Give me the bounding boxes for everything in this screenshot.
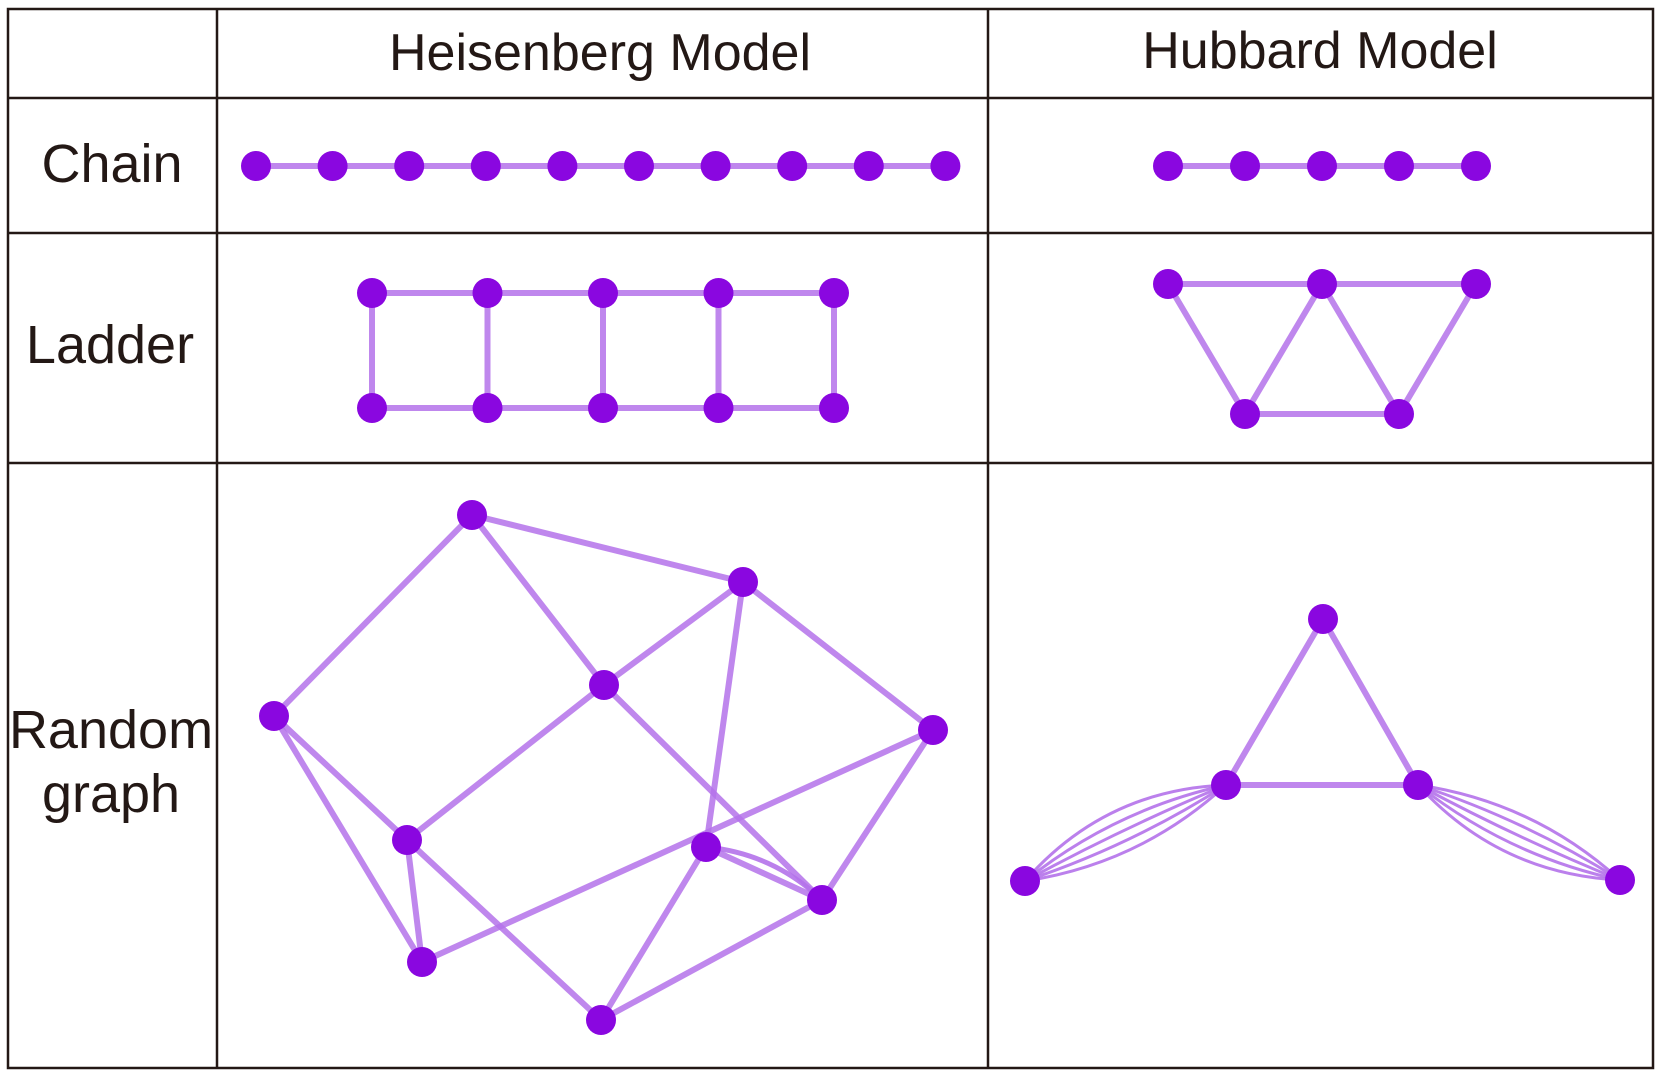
hubbard-ladder-edge-1-4 [1319,281,1402,417]
hubbard-random-node-1 [1211,770,1241,800]
heisenberg-chain-node-5 [624,151,654,181]
hubbard-random-node-2 [1403,770,1433,800]
heisenberg-ladder-node-5 [357,393,387,423]
heisenberg-random-edge-8-4 [419,727,936,965]
hubbard-random-node-3 [1010,866,1040,896]
heisenberg-random-edge-2-5 [404,682,607,843]
heisenberg-ladder-node-6 [472,393,503,423]
column-header-heisenberg: Heisenberg Model [389,24,811,82]
hubbard-ladder-node-3 [1230,399,1260,429]
heisenberg-random-node-9 [586,1005,616,1035]
hubbard-random-edge-0-1 [1223,616,1326,788]
heisenberg-ladder-node-7 [588,393,618,423]
hubbard-ladder-graph [1153,269,1491,429]
heisenberg-chain-node-1 [317,151,348,181]
row-label-ladder: Ladder [26,315,194,375]
hubbard-random-node-4 [1605,865,1635,895]
heisenberg-random-edge-5-9 [404,837,604,1023]
heisenberg-random-node-5 [392,825,422,855]
hubbard-chain-node-2 [1307,151,1337,181]
heisenberg-chain-node-4 [547,151,578,181]
heisenberg-random-graph [259,500,948,1035]
heisenberg-chain-node-0 [241,151,271,181]
heisenberg-chain-node-2 [394,151,425,181]
hubbard-random-multi-edge-2-4-0 [1417,783,1622,882]
hubbard-ladder-node-2 [1461,269,1491,299]
hubbard-random-multi-edge-2-4-2 [1417,783,1621,882]
heisenberg-random-node-2 [589,670,619,700]
hubbard-random-multi-edge-3-1-1 [1024,783,1227,883]
heisenberg-random-node-4 [918,715,948,745]
heisenberg-random-edge-2-7 [601,682,825,903]
hubbard-chain-graph [1153,151,1491,181]
heisenberg-random-edge-3-5 [271,713,410,843]
hubbard-ladder-node-0 [1153,269,1183,299]
hubbard-ladder-node-1 [1307,269,1337,299]
heisenberg-ladder-node-1 [472,278,503,308]
heisenberg-chain-node-3 [470,151,501,181]
heisenberg-ladder-node-0 [357,278,387,308]
heisenberg-ladder-graph [357,278,849,423]
hubbard-random-multi-edge-2-4-4 [1416,783,1621,882]
heisenberg-chain-node-9 [930,151,961,181]
heisenberg-ladder-node-9 [819,393,849,423]
hubbard-chain-node-4 [1461,151,1491,181]
heisenberg-chain-node-7 [777,151,808,181]
heisenberg-random-edge-1-6 [703,579,746,850]
heisenberg-random-edge-6-7 [703,844,825,903]
heisenberg-random-edge-5-8 [404,837,425,965]
table-grid [6,7,1655,1070]
heisenberg-chain-node-6 [700,151,731,181]
heisenberg-random-edge-0-1 [469,512,746,585]
heisenberg-random-edge-0-2 [469,512,607,688]
row-label-random-graph-line2: graph [42,764,180,824]
hubbard-ladder-edge-4-2 [1396,281,1479,417]
heisenberg-random-node-7 [807,885,837,915]
heisenberg-random-edge-1-4 [740,579,936,733]
hubbard-random-multi-edge-2-4-3 [1417,783,1621,882]
heisenberg-random-edge-6-9 [598,844,709,1023]
heisenberg-ladder-node-3 [703,278,734,308]
heisenberg-random-edge-4-7 [819,727,936,903]
heisenberg-random-node-3 [259,701,289,731]
hubbard-random-graph [1010,604,1635,896]
hubbard-ladder-node-4 [1384,399,1414,429]
heisenberg-random-edge-3-8 [271,713,425,965]
hubbard-chain-node-1 [1230,151,1260,181]
hubbard-ladder-edge-3-1 [1242,281,1325,417]
heisenberg-chain-graph [241,151,961,181]
heisenberg-random-edge-7-9 [598,897,825,1023]
hubbard-random-edge-0-2 [1320,616,1421,788]
row-label-random-graph-line1: Random [9,700,213,760]
hubbard-random-multi-edge-3-1-2 [1024,783,1227,883]
hubbard-random-node-0 [1308,604,1338,634]
row-label-chain: Chain [41,134,182,194]
heisenberg-ladder-node-8 [703,393,734,423]
hubbard-chain-node-0 [1153,151,1183,181]
heisenberg-chain-node-8 [853,151,884,181]
hubbard-chain-node-3 [1384,151,1414,181]
heisenberg-random-edge-0-3 [271,512,475,719]
heisenberg-random-node-0 [457,500,487,530]
heisenberg-ladder-node-4 [819,278,849,308]
heisenberg-ladder-node-2 [588,278,618,308]
hubbard-ladder-edge-0-3 [1165,281,1248,417]
hubbard-random-multi-edge-2-4-1 [1417,783,1621,882]
column-header-hubbard: Hubbard Model [1142,22,1498,80]
hubbard-random-multi-edge-3-1-3 [1024,783,1227,883]
heisenberg-random-edge-2-1 [601,579,746,688]
hubbard-random-multi-edge-3-1-4 [1024,783,1228,883]
heisenberg-random-node-1 [728,567,758,597]
hubbard-random-multi-edge-3-1-0 [1023,783,1227,882]
heisenberg-random-node-6 [691,832,721,862]
heisenberg-random-node-8 [407,947,437,977]
